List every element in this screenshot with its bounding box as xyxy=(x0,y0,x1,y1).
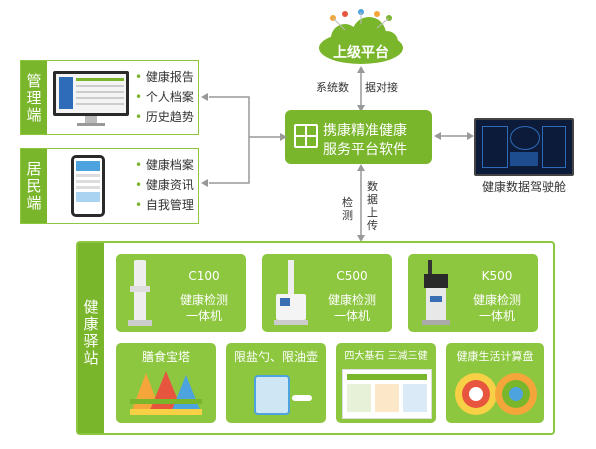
resident-panel: 居民端 健康档案 健康资讯 自我管理 xyxy=(20,148,199,224)
device-desc-1: 健康检测 xyxy=(327,293,376,307)
salt-spoon-icon xyxy=(292,395,312,401)
grid-icon xyxy=(294,124,318,148)
device-model: K500 xyxy=(481,269,513,283)
poster-icon xyxy=(342,369,432,419)
calculator-disc-icon xyxy=(454,371,538,417)
sync-arrow xyxy=(357,66,365,112)
upload-label-right: 数据上传 xyxy=(367,180,378,232)
tool-label: 健康生活计算盘 xyxy=(456,350,534,363)
station-title-bar: 健康驿站 xyxy=(78,243,104,433)
admin-title-bar: 管理端 xyxy=(21,61,47,134)
cloud-label: 上级平台 xyxy=(333,45,389,61)
tool-card-salt-oil[interactable]: 限盐勺、限油壶 xyxy=(226,343,326,423)
resident-phone xyxy=(71,155,105,217)
kiosk-c500-icon xyxy=(272,260,310,326)
device-desc-2: 一体机 xyxy=(333,309,370,323)
platform-title-line1: 携康精准健康 xyxy=(323,123,407,139)
admin-item-trend[interactable]: 历史趋势 xyxy=(135,107,194,127)
admin-monitor xyxy=(53,71,129,116)
cockpit-screen xyxy=(474,118,574,176)
health-station: 健康驿站 C100 健康检测 一体机 C500 健康检测 一体机 K500 xyxy=(76,241,555,435)
resident-item-news[interactable]: 健康资讯 xyxy=(135,175,194,195)
device-model: C100 xyxy=(188,269,220,283)
station-title: 健康驿站 xyxy=(83,298,99,367)
cockpit-arrow xyxy=(434,132,474,140)
device-card-k500[interactable]: K500 健康检测 一体机 xyxy=(408,254,538,332)
resident-item-self[interactable]: 自我管理 xyxy=(135,195,194,215)
sync-label-left: 系统数 xyxy=(316,81,349,94)
device-desc-2: 一体机 xyxy=(478,309,515,323)
kiosk-k500-icon xyxy=(422,260,452,326)
resident-title-bar: 居民端 xyxy=(21,149,47,223)
panel-connector xyxy=(201,93,287,187)
platform-title-line2: 服务平台软件 xyxy=(323,142,407,158)
tool-label: 限盐勺、限油壶 xyxy=(233,350,318,364)
device-card-c100[interactable]: C100 健康检测 一体机 xyxy=(116,254,246,332)
upload-arrow xyxy=(357,164,365,242)
tool-card-cornerstone[interactable]: 四大基石 三减三健 xyxy=(336,343,436,423)
admin-title: 管理端 xyxy=(26,72,42,124)
platform-box[interactable]: 携康精准健康 服务平台软件 xyxy=(285,110,432,164)
cloud-icon xyxy=(319,9,403,64)
oil-pot-icon xyxy=(254,375,290,415)
cloud-node: 上级平台 xyxy=(315,8,407,66)
resident-item-profile[interactable]: 健康档案 xyxy=(135,155,194,175)
resident-title: 居民端 xyxy=(26,160,42,212)
upload-label-left: 检测 xyxy=(342,196,353,222)
admin-item-profile[interactable]: 个人档案 xyxy=(135,87,194,107)
device-desc-1: 健康检测 xyxy=(472,293,521,307)
food-pyramid-icon xyxy=(126,369,206,419)
tool-label: 膳食宝塔 xyxy=(141,350,190,364)
tool-label: 四大基石 三减三健 xyxy=(344,351,428,362)
device-desc-2: 一体机 xyxy=(185,309,222,323)
sync-label-right: 据对接 xyxy=(365,81,398,94)
kiosk-c100-icon xyxy=(128,260,152,326)
device-desc-1: 健康检测 xyxy=(179,293,228,307)
device-card-c500[interactable]: C500 健康检测 一体机 xyxy=(262,254,392,332)
cockpit-label: 健康数据驾驶舱 xyxy=(481,180,566,194)
tool-card-calculator[interactable]: 健康生活计算盘 xyxy=(446,343,544,423)
tool-card-pagoda[interactable]: 膳食宝塔 xyxy=(116,343,216,423)
device-model: C500 xyxy=(336,269,368,283)
admin-item-report[interactable]: 健康报告 xyxy=(135,67,194,87)
admin-panel: 管理端 健康报告 个人档案 历史趋势 xyxy=(20,60,199,135)
